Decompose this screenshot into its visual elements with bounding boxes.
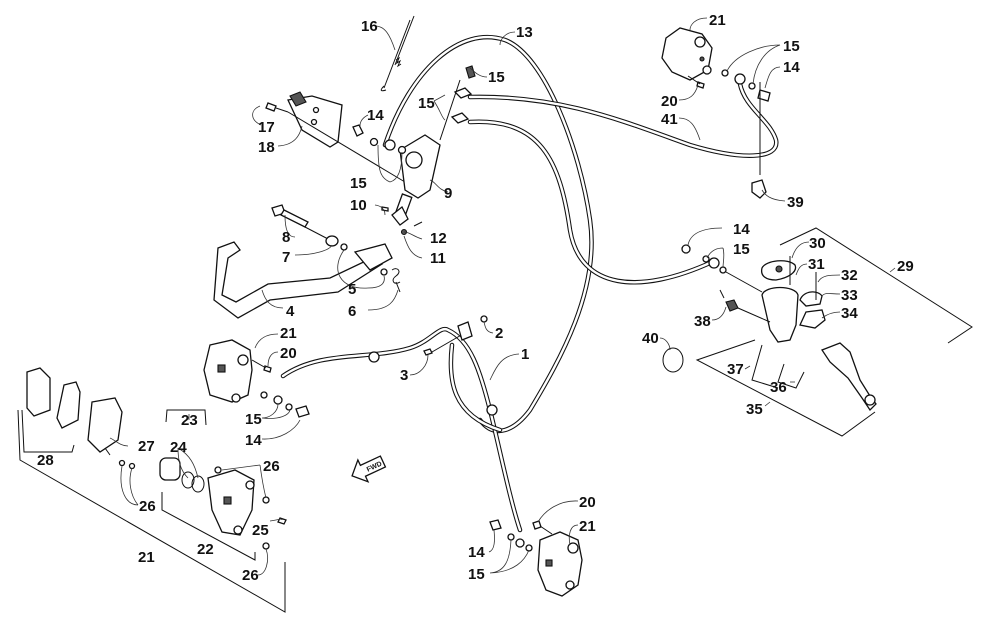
callout-2: 2 — [495, 325, 503, 342]
callout-28: 28 — [37, 452, 54, 469]
front-master-cylinder — [681, 244, 877, 412]
callout-14: 14 — [733, 221, 750, 238]
callout-1: 1 — [521, 346, 529, 363]
callout-15: 15 — [350, 175, 367, 192]
callout-14: 14 — [245, 432, 262, 449]
caliper-bracket-27 — [87, 397, 123, 456]
callout-21: 21 — [280, 325, 297, 342]
callout-3: 3 — [400, 367, 408, 384]
callout-38: 38 — [694, 313, 711, 330]
callout-20: 20 — [280, 345, 297, 362]
callout-13: 13 — [516, 24, 533, 41]
callout-25: 25 — [252, 522, 269, 539]
hose-13 — [382, 34, 594, 433]
master-cylinder-9 — [393, 134, 441, 221]
callout-15: 15 — [245, 411, 262, 428]
callout-15: 15 — [418, 95, 435, 112]
callout-26: 26 — [242, 567, 259, 584]
callout-6: 6 — [348, 303, 356, 320]
callout-8: 8 — [282, 229, 290, 246]
callout-21: 21 — [138, 549, 155, 566]
callout-24: 24 — [170, 439, 187, 456]
caliper-21-left — [203, 339, 310, 418]
callout-9: 9 — [444, 185, 452, 202]
callout-37: 37 — [727, 361, 744, 378]
piston-23-24 — [159, 409, 207, 493]
callout-36: 36 — [770, 379, 787, 396]
hose-41 — [467, 81, 779, 285]
callout-29: 29 — [897, 258, 914, 275]
callout-16: 15 — [488, 69, 505, 86]
caliper-21-top — [661, 27, 713, 81]
brake-pads-28 — [21, 367, 81, 453]
callout-35: 35 — [746, 401, 763, 418]
callout-40: 40 — [642, 330, 659, 347]
reservoir-bracket-19 — [287, 91, 343, 148]
callout-12: 12 — [430, 230, 447, 247]
callout-14: 14 — [468, 544, 485, 561]
callout-19: 18 — [258, 139, 275, 156]
callout-18: 17 — [258, 119, 275, 136]
callout-20: 20 — [661, 93, 678, 110]
callout-17: 16 — [361, 18, 378, 35]
pivot-bolt-8 — [271, 204, 388, 276]
callout-labels: 16 13 15 15 17 18 14 15 9 10 12 11 8 7 5… — [37, 12, 914, 584]
callout-30: 30 — [809, 235, 826, 252]
brackets-29-35 — [695, 227, 973, 437]
clevis-10-11-12 — [381, 205, 423, 236]
brake-switch-38 — [719, 289, 771, 323]
spring-6 — [391, 268, 401, 293]
callout-10: 10 — [350, 197, 367, 214]
callout-23: 23 — [181, 412, 198, 429]
callout-22: 22 — [197, 541, 214, 558]
callout-15: 15 — [783, 38, 800, 55]
bracket-21-assembly — [17, 409, 286, 613]
callout-32: 32 — [841, 267, 858, 284]
callout-14: 14 — [367, 107, 384, 124]
callout-26: 26 — [139, 498, 156, 515]
caliper-21-bottom — [489, 519, 583, 597]
callout-21: 21 — [579, 518, 596, 535]
callout-5: 5 — [348, 281, 356, 298]
callout-33: 33 — [841, 287, 858, 304]
callout-27: 27 — [138, 438, 155, 455]
hose-1 — [280, 326, 523, 533]
banjo-fittings-rear — [352, 65, 476, 155]
callout-41: 41 — [661, 111, 678, 128]
clamp-ring-40 — [662, 347, 684, 373]
callout-39: 39 — [787, 194, 804, 211]
callout-31: 31 — [808, 256, 825, 273]
callout-20: 20 — [579, 494, 596, 511]
callout-15: 15 — [733, 241, 750, 258]
callout-14: 14 — [783, 59, 800, 76]
caliper-body-22 — [118, 459, 287, 561]
callout-26: 26 — [263, 458, 280, 475]
callout-11: 11 — [430, 250, 446, 267]
callout-34: 34 — [841, 305, 858, 322]
spring-17 — [380, 15, 415, 92]
callout-4: 4 — [286, 303, 295, 320]
leader-lines — [109, 17, 896, 576]
callout-15: 15 — [468, 566, 485, 583]
callout-7: 7 — [282, 249, 290, 266]
hose-clip-39 — [751, 179, 767, 199]
pedal-4 — [213, 241, 393, 319]
bolt-18 — [265, 102, 411, 186]
forward-direction-indicator: FWD — [351, 455, 387, 483]
callout-21: 21 — [709, 12, 726, 29]
caliper-top-bolts — [687, 69, 771, 175]
